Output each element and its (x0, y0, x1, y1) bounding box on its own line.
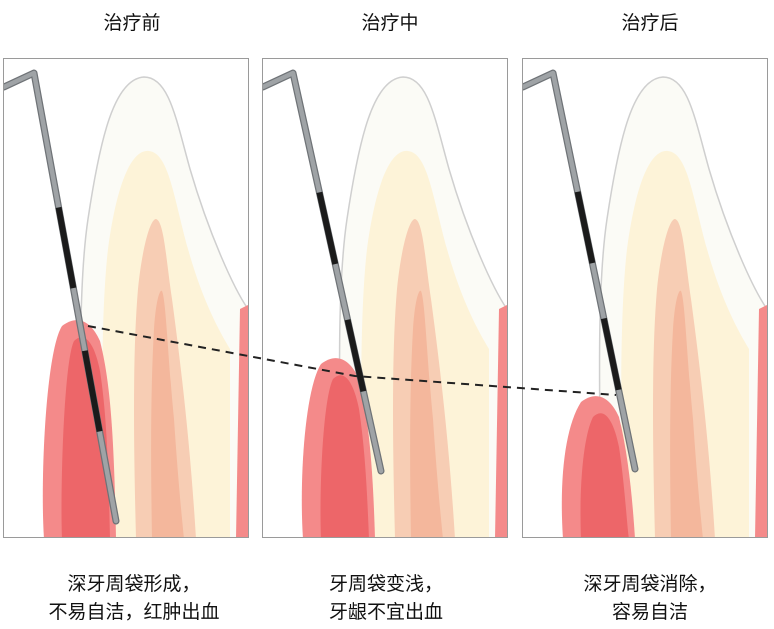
title-before: 治疗前 (103, 12, 161, 34)
tooth-illustration-during (263, 69, 507, 537)
tooth-illustration-after (523, 69, 767, 537)
caption-after-line1: 深牙周袋消除， (583, 573, 717, 595)
probe-marking-upper (574, 191, 596, 264)
panel-after (522, 58, 768, 538)
caption-after-line2: 容易自洁 (611, 601, 688, 623)
panel-during (262, 58, 508, 538)
caption-during-line2: 牙龈不宜出血 (328, 601, 443, 623)
title-during: 治疗中 (361, 12, 419, 34)
gum-right (755, 305, 767, 537)
gum-inflamed (580, 413, 629, 537)
panel-before (3, 58, 249, 538)
caption-before: 深牙周袋形成， 不易自洁，红肿出血 (4, 570, 264, 626)
probe-marking-upper (316, 191, 339, 265)
tooth-pulp-core (670, 290, 703, 537)
tooth-illustration-before (4, 69, 248, 537)
gum-inflamed (320, 375, 369, 537)
caption-during-line1: 牙周袋变浅， (328, 573, 443, 595)
title-after: 治疗后 (621, 12, 679, 34)
caption-during: 牙周袋变浅， 牙龈不宜出血 (256, 570, 516, 626)
caption-before-line1: 深牙周袋形成， (67, 573, 201, 595)
caption-after: 深牙周袋消除， 容易自洁 (520, 570, 774, 626)
probe-marking-upper (55, 206, 77, 289)
caption-before-line2: 不易自洁，红肿出血 (48, 601, 220, 623)
